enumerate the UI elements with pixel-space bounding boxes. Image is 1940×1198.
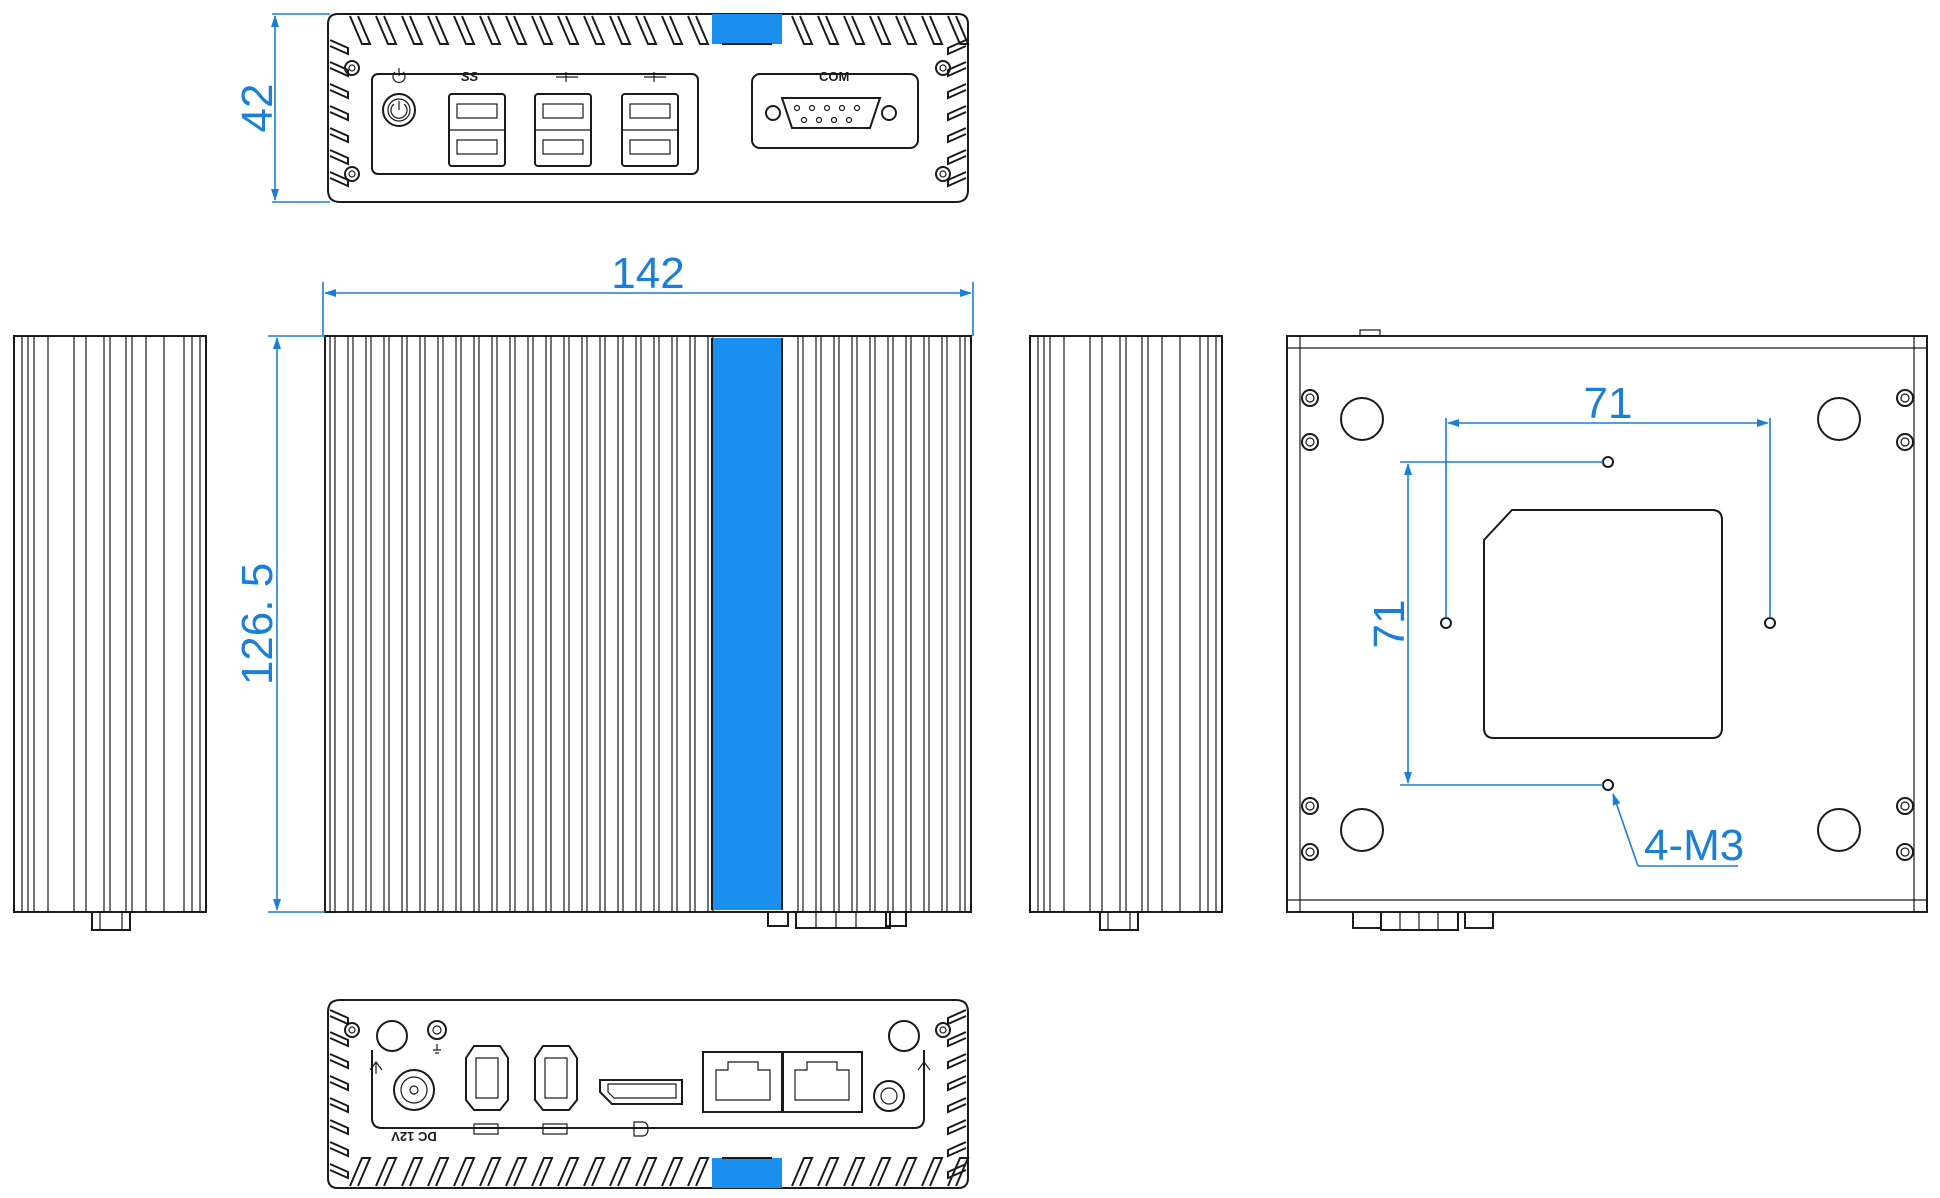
height-dimension: 42	[233, 13, 330, 203]
vesa-horizontal-dimension: 71	[1445, 379, 1771, 618]
usb3-label: SS	[461, 69, 479, 84]
front-accent-bar	[712, 14, 782, 44]
top-accent-bar	[712, 338, 782, 910]
rear-side-fins	[329, 1009, 967, 1180]
mount-screws-label: 4-M3	[1644, 821, 1744, 870]
rear-accent-bar	[712, 1158, 782, 1188]
hdmi-icon	[465, 1045, 578, 1135]
bottom-view	[1286, 329, 1928, 931]
front-cooling-fins	[349, 15, 970, 45]
front-corner-screws	[344, 60, 951, 182]
top-view	[324, 335, 972, 929]
antenna-hole-left	[376, 1020, 408, 1052]
depth-value: 126. 5	[233, 563, 282, 685]
top-view-connectors	[767, 911, 907, 929]
right-side-view	[1029, 335, 1223, 931]
ground-icon	[427, 1020, 447, 1054]
vesa-horizontal-value: 71	[1584, 379, 1633, 428]
dc-power-jack	[393, 1069, 435, 1111]
vesa-holes	[1440, 456, 1776, 791]
depth-dimension: 126. 5	[233, 335, 325, 913]
height-value: 42	[233, 84, 282, 133]
vesa-vertical-dimension: 71	[1365, 461, 1603, 786]
com-label: COM	[819, 69, 849, 84]
usb-port-stacks	[448, 93, 679, 167]
usb-icon	[556, 72, 666, 82]
mount-screw-callout: 4-M3	[1612, 793, 1744, 870]
dc-label: DC 12V	[391, 1129, 437, 1144]
front-view: SS COM	[327, 13, 970, 203]
left-side-view	[13, 335, 207, 931]
rear-view: DC 12V	[327, 999, 970, 1189]
front-side-fins	[329, 39, 967, 188]
power-button	[382, 93, 416, 127]
width-value: 142	[611, 249, 684, 298]
width-dimension: 142	[322, 249, 974, 336]
audio-icon	[873, 1080, 905, 1112]
rear-corner-screws	[344, 1022, 951, 1038]
rubber-feet	[1340, 397, 1861, 852]
bottom-screws	[1301, 389, 1914, 861]
vesa-vertical-value: 71	[1365, 600, 1414, 649]
antenna-hole-right	[888, 1020, 920, 1052]
com-port	[765, 97, 897, 129]
rear-cooling-fins	[349, 1157, 970, 1187]
ethernet-icon	[702, 1051, 863, 1113]
power-icon	[392, 68, 406, 83]
displayport-icon	[599, 1079, 683, 1137]
antenna-icon	[369, 1061, 931, 1074]
